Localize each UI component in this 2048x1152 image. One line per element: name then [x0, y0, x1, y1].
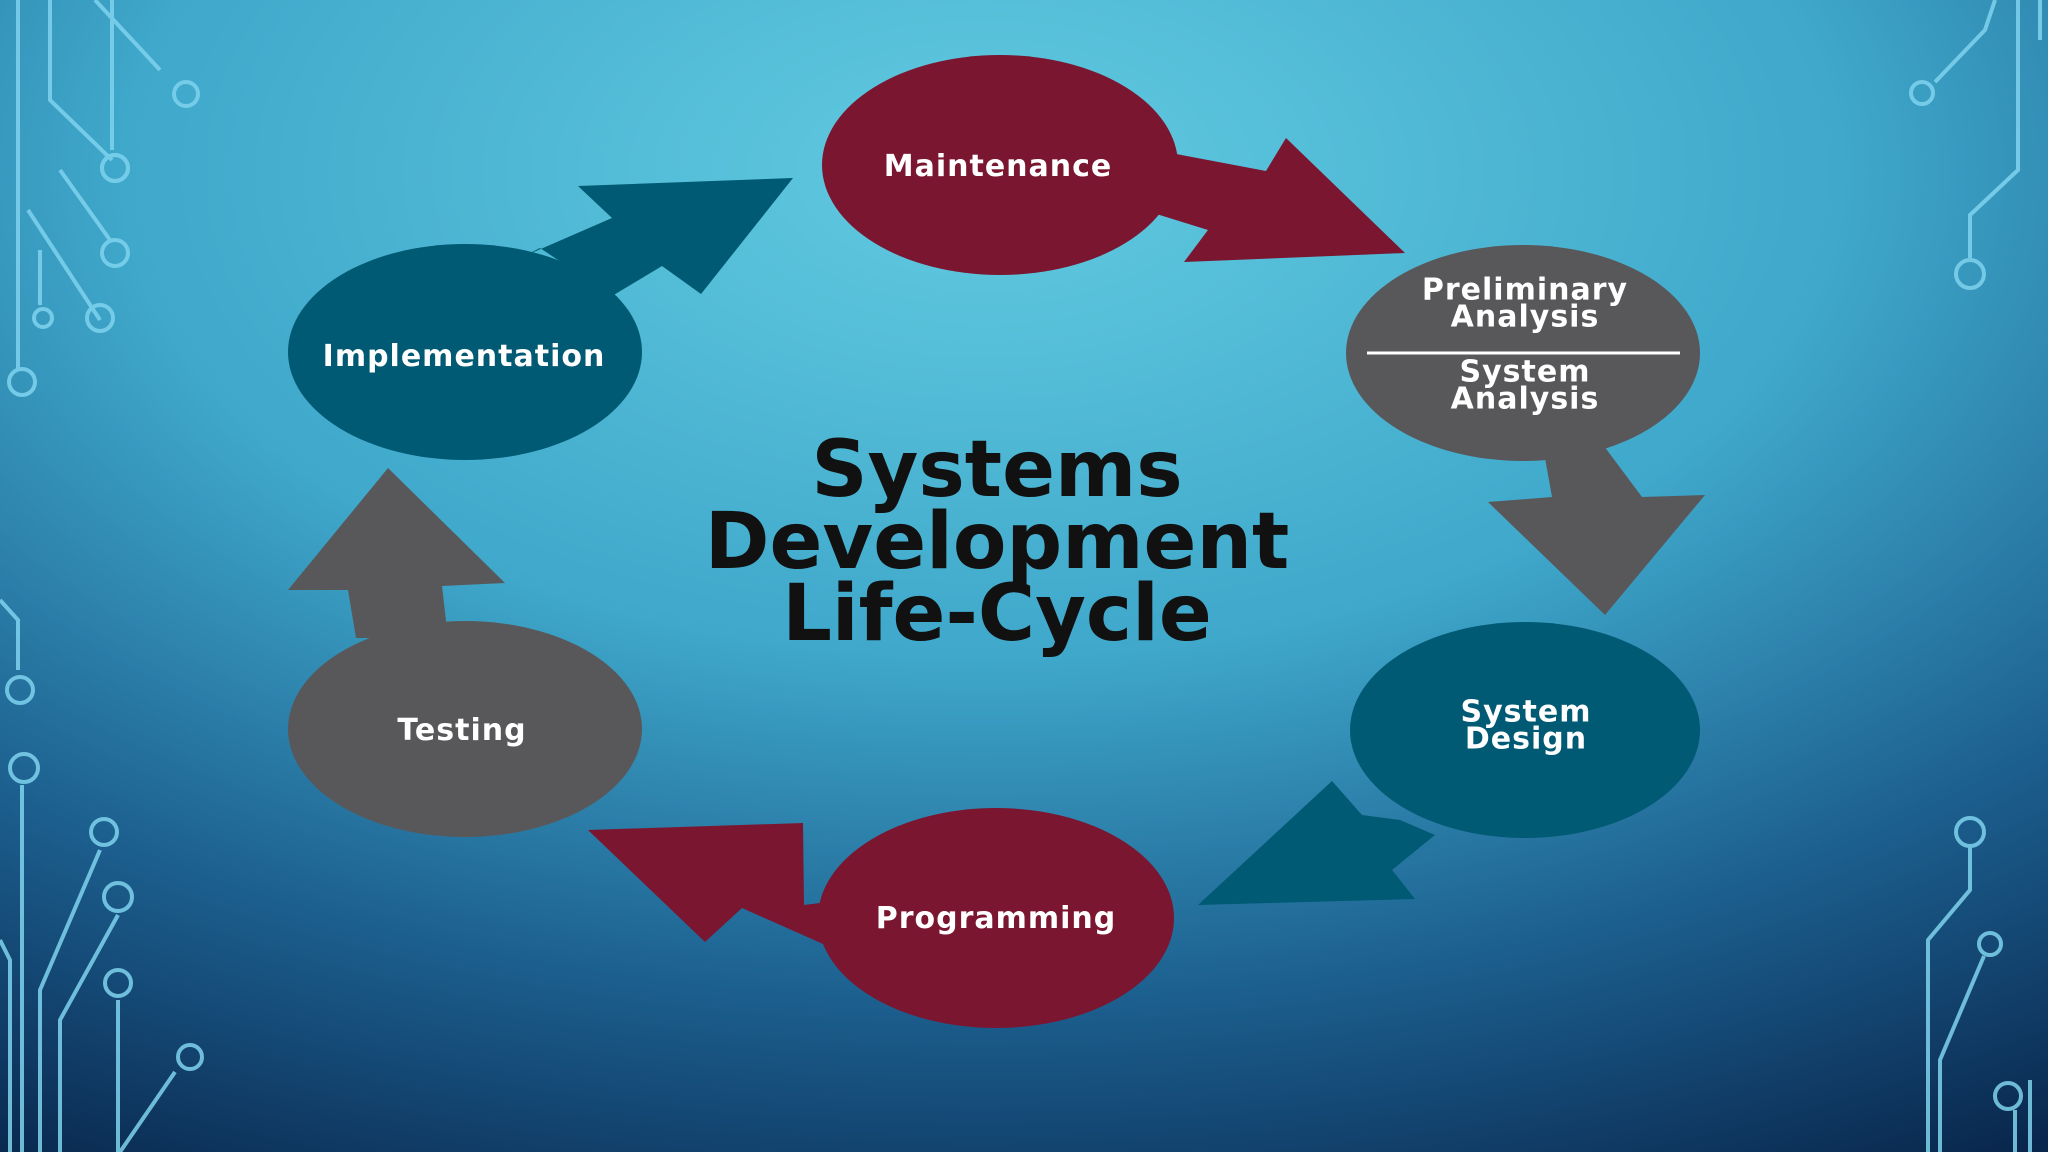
- slide-title: Systems Development Life-Cycle: [705, 425, 1290, 659]
- node-implementation: [288, 244, 642, 460]
- node-testing: [288, 621, 642, 837]
- node-maintenance: [822, 55, 1178, 275]
- title-line-1: Systems: [811, 425, 1182, 515]
- label-implementation: Implementation: [323, 339, 606, 374]
- arrow-maintenance-to-analysis: [1150, 138, 1405, 262]
- cycle-arrows: [288, 138, 1705, 956]
- circuit-decoration-right: [1909, 0, 2042, 1152]
- title-line-3: Life-Cycle: [782, 569, 1212, 659]
- cycle-nodes: [288, 55, 1700, 1028]
- arrow-testing-to-implementation: [288, 468, 505, 638]
- label-maintenance: Maintenance: [884, 149, 1113, 184]
- label-testing: Testing: [397, 713, 526, 748]
- circuit-decoration-left: [0, 0, 204, 1152]
- title-line-2: Development: [705, 497, 1290, 587]
- label-programming: Programming: [876, 901, 1117, 936]
- node-system-design: [1350, 622, 1700, 838]
- arrow-programming-to-testing: [588, 823, 850, 956]
- arrow-analysis-to-design: [1488, 430, 1705, 615]
- node-programming: [818, 808, 1174, 1028]
- arrow-design-to-programming: [1198, 781, 1435, 905]
- arrow-implementation-to-maintenance: [520, 178, 793, 296]
